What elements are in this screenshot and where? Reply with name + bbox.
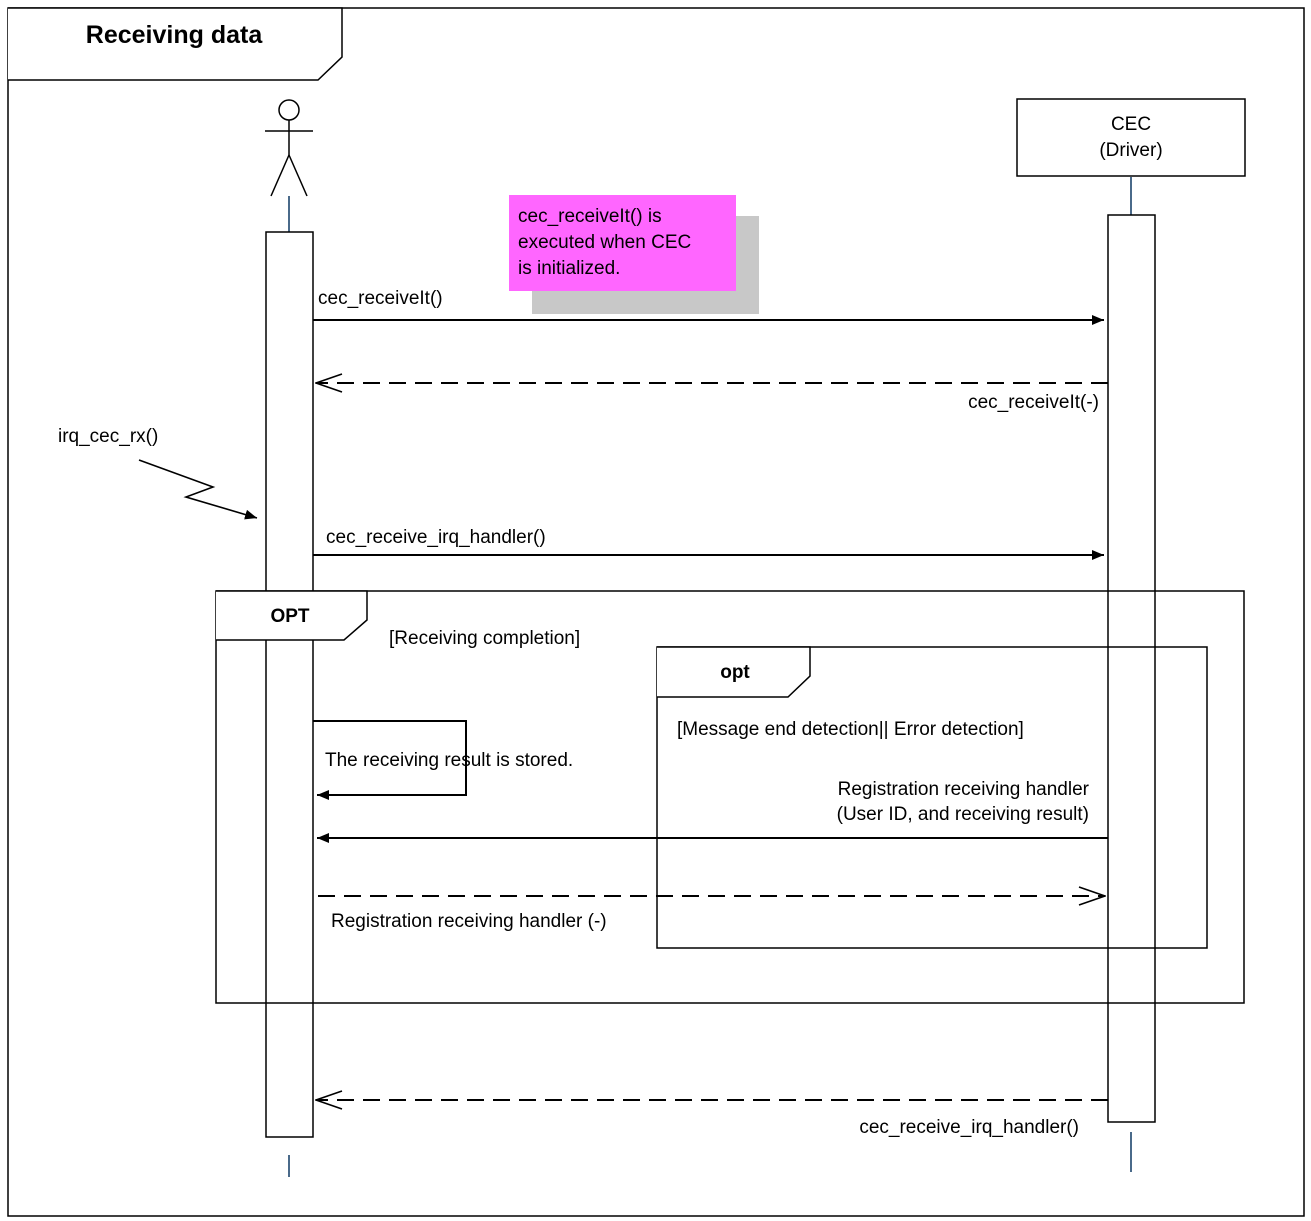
user-activation-bar <box>265 231 314 1138</box>
note-line-1: cec_receiveIt() is <box>518 206 662 227</box>
fragment-opt-inner <box>656 646 1208 949</box>
user-actor-icon <box>265 99 313 197</box>
note-line-3: is initialized. <box>518 258 620 279</box>
fragment-opt-outer <box>215 590 1245 1004</box>
return-irq-handler-label: cec_receive_irq_handler() <box>859 1117 1079 1138</box>
callback-label-line-2: (User ID, and receiving result) <box>837 804 1089 825</box>
callback-return-label: Registration receiving handler (-) <box>331 911 607 932</box>
driver-participant-name: CEC <box>1111 114 1151 135</box>
self-message-arrow <box>313 720 467 800</box>
driver-participant-role: (Driver) <box>1099 140 1162 161</box>
diagram-frame-tab <box>8 7 343 81</box>
fragment-opt-outer-operator: OPT <box>270 606 309 627</box>
interrupt-lightning-arrow <box>138 459 258 520</box>
note-box <box>509 195 736 291</box>
fragment-opt-inner-guard: [Message end detection|| Error detection… <box>677 719 1024 740</box>
return-receive-label: cec_receiveIt(-) <box>968 392 1099 413</box>
interrupt-label: irq_cec_rx() <box>58 426 158 447</box>
note-line-2: executed when CEC <box>518 232 691 253</box>
fragment-opt-inner-tab <box>657 646 811 698</box>
self-message-label: The receiving result is stored. <box>325 750 573 771</box>
fragment-opt-inner-operator: opt <box>720 662 750 683</box>
driver-activation-bar <box>1107 214 1156 1123</box>
callback-label-line-1: Registration receiving handler <box>838 779 1090 800</box>
fragment-opt-outer-tab <box>216 590 368 641</box>
message-irq-handler-label: cec_receive_irq_handler() <box>326 527 546 548</box>
driver-participant-box <box>1016 98 1246 177</box>
message-receive-label: cec_receiveIt() <box>318 288 443 309</box>
fragment-opt-outer-guard: [Receiving completion] <box>389 628 580 649</box>
diagram-title: Receiving data <box>86 21 264 49</box>
